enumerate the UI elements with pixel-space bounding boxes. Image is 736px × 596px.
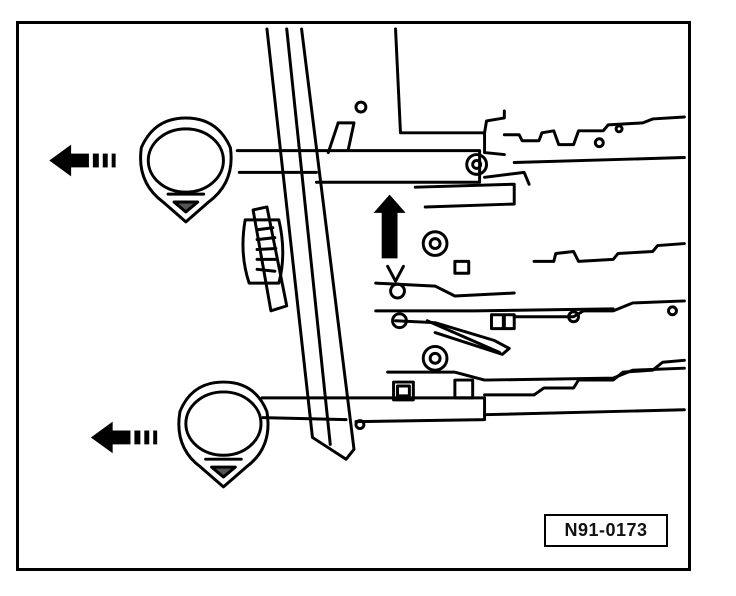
lever-shaft xyxy=(251,27,356,461)
lower-ring-handle xyxy=(177,380,270,489)
upper-ring-handle xyxy=(139,116,233,224)
upper-rod xyxy=(235,121,489,184)
figure-frame: N91-0173 xyxy=(16,21,691,571)
up-push-arrow-icon xyxy=(373,194,406,259)
upper-bracket xyxy=(354,27,686,164)
lower-rod xyxy=(260,396,487,431)
knurled-knob xyxy=(241,218,285,285)
left-pull-arrow-icon xyxy=(49,144,116,177)
left-pull-arrow-icon xyxy=(90,421,158,454)
center-mechanism xyxy=(374,170,686,356)
technical-illustration xyxy=(49,27,686,489)
figure-reference-label: N91-0173 xyxy=(544,514,668,547)
lower-mechanism xyxy=(386,344,686,417)
